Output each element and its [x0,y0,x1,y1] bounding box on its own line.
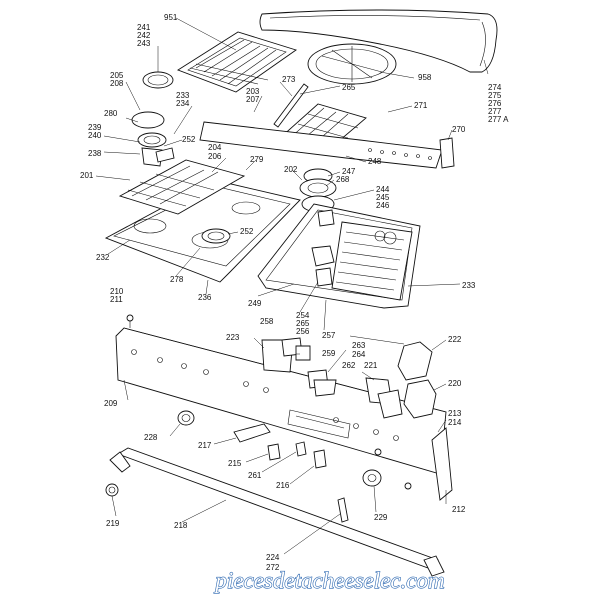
label-259: 259 [322,349,336,358]
label-217: 217 [198,441,212,450]
label-202: 202 [284,165,298,174]
label-219: 219 [106,519,120,528]
label-224: 224 [266,553,280,562]
label-275: 275 [488,91,502,100]
label-278: 278 [170,275,184,284]
wok-ring [307,43,397,85]
burner-right [299,168,337,213]
label-213: 213 [448,409,462,418]
label-252-mid: 252 [240,227,254,236]
small-fittings [311,209,335,287]
part-labels: 951 241 242 243 205 208 233 234 280 239 … [80,13,509,572]
griddle-plate [176,31,298,93]
label-261: 261 [248,471,262,480]
label-273: 273 [282,75,296,84]
label-256: 256 [296,327,310,336]
label-218: 218 [174,521,188,530]
label-257: 257 [322,331,336,340]
label-203: 203 [246,87,260,96]
label-265-top: 265 [342,83,356,92]
label-210: 210 [110,287,124,296]
knob-229 [362,469,382,487]
screw-219 [105,483,119,497]
knob-228 [177,410,195,426]
support-rod [273,83,309,128]
label-233-top: 233 [176,91,190,100]
label-244: 244 [376,185,390,194]
burner-assembly-left [131,111,175,167]
label-222: 222 [448,335,462,344]
label-223: 223 [226,333,240,342]
label-272: 272 [266,563,280,572]
small-parts [267,441,412,490]
label-239: 239 [88,123,102,132]
back-rail [199,121,455,169]
label-206: 206 [208,152,222,161]
label-236: 236 [198,293,212,302]
label-270: 270 [452,125,466,134]
towel-rail [109,447,445,577]
label-242: 242 [137,31,151,40]
label-262: 262 [342,361,356,370]
label-263: 263 [352,341,366,350]
label-246: 246 [376,201,390,210]
label-258: 258 [260,317,274,326]
label-229: 229 [374,513,388,522]
label-248: 248 [368,157,382,166]
label-240: 240 [88,131,102,140]
label-279: 279 [250,155,264,164]
label-254: 254 [296,311,310,320]
leader-lines [95,17,489,555]
label-280: 280 [104,109,118,118]
label-245: 245 [376,193,390,202]
label-271: 271 [414,101,428,110]
label-274: 274 [488,83,502,92]
handle-217 [233,423,271,443]
label-207: 207 [246,95,260,104]
burner-ring [142,71,174,89]
label-268: 268 [336,175,350,184]
screw-210 [126,314,134,328]
label-243: 243 [137,39,151,48]
watermark: piecesdetacheeselec.com [213,568,444,593]
label-233-right: 233 [462,281,476,290]
label-215: 215 [228,459,242,468]
label-214: 214 [448,418,462,427]
label-232: 232 [96,253,110,262]
label-264: 264 [352,350,366,359]
label-209: 209 [104,399,118,408]
bolt-224 [337,497,349,523]
label-201: 201 [80,171,94,180]
label-951: 951 [164,13,178,22]
label-252-top: 252 [182,135,196,144]
label-241: 241 [137,23,151,32]
label-228: 228 [144,433,158,442]
side-bracket [431,427,453,501]
label-220: 220 [448,379,462,388]
label-277: 277 [488,107,502,116]
control-components [261,337,437,419]
label-276: 276 [488,99,502,108]
pan-support-left [118,159,246,215]
hob-top-right [257,203,421,309]
label-247: 247 [342,167,356,176]
cooker-lid [259,9,498,73]
label-205: 205 [110,71,124,80]
label-238: 238 [88,149,102,158]
burner-front [201,228,231,244]
label-212: 212 [452,505,466,514]
label-249: 249 [248,299,262,308]
label-265-mid: 265 [296,319,310,328]
label-221: 221 [364,361,378,370]
label-208: 208 [110,79,124,88]
label-958: 958 [418,73,432,82]
label-234: 234 [176,99,190,108]
label-277a: 277 A [488,115,509,124]
label-216: 216 [276,481,290,490]
label-204: 204 [208,143,222,152]
label-211: 211 [110,295,123,304]
